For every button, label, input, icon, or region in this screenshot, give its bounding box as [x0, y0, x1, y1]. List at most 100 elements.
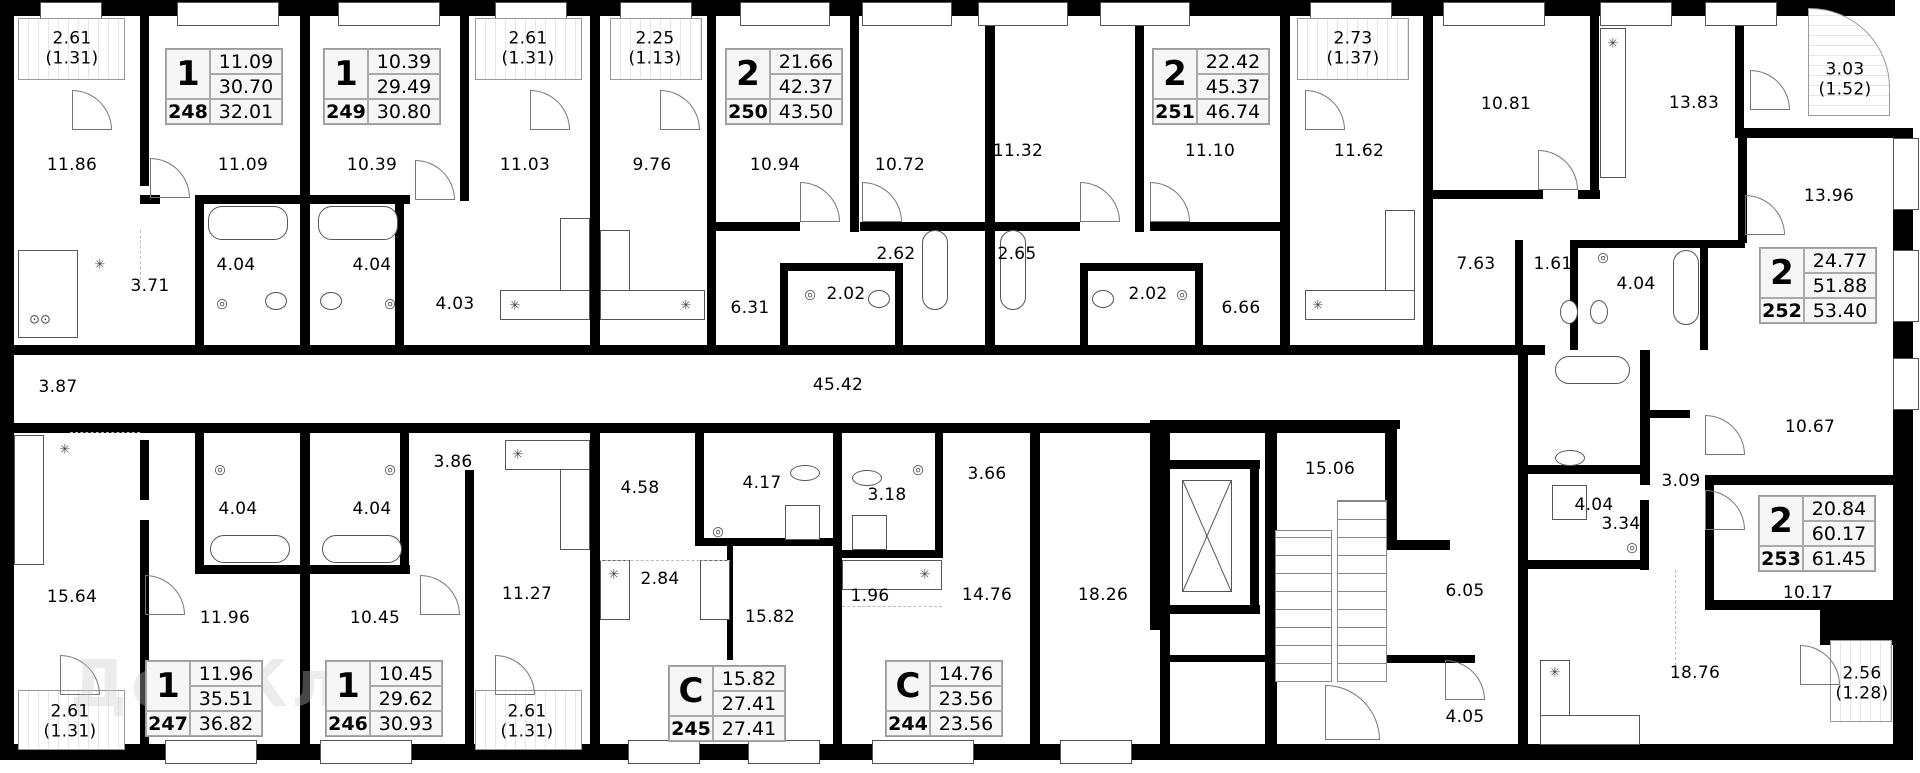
vent-icon: ✳ — [509, 298, 521, 314]
total-area: 30.80 — [368, 99, 440, 124]
unit-card-251[interactable]: 2 22.42 45.37 251 46.74 — [1152, 48, 1270, 125]
door[interactable] — [1745, 195, 1785, 235]
wall — [140, 440, 149, 500]
room-area: 18.76 — [1669, 663, 1721, 684]
wall — [1195, 263, 1203, 348]
door[interactable] — [415, 160, 455, 200]
wall — [590, 430, 600, 760]
unit-card-244[interactable]: С 14.76 23.56 244 23.56 — [885, 660, 1003, 737]
balcony — [18, 690, 125, 750]
vent-icon: ✳ — [919, 567, 931, 583]
room-area: 11.27 — [501, 584, 553, 605]
door[interactable] — [1538, 150, 1578, 190]
window — [872, 740, 974, 764]
door[interactable] — [1705, 490, 1745, 530]
wall — [1705, 485, 1714, 610]
window — [1705, 2, 1777, 26]
door[interactable] — [145, 575, 185, 615]
washer-icon: ◎ — [1626, 540, 1638, 556]
vent-icon: ✳ — [1549, 665, 1561, 681]
vent-icon: ✳ — [512, 447, 524, 463]
unit-card-246[interactable]: 1 10.45 29.62 246 30.93 — [325, 660, 443, 737]
vent-icon: ✳ — [608, 567, 620, 583]
wall — [1080, 263, 1200, 271]
door[interactable] — [862, 182, 902, 222]
window — [628, 740, 700, 764]
unit-card-249[interactable]: 1 10.39 29.49 249 30.80 — [323, 48, 441, 125]
kitchen-counter — [600, 560, 630, 620]
bathtub — [322, 535, 402, 563]
area-no-balcony: 42.37 — [770, 74, 842, 99]
door[interactable] — [1305, 90, 1345, 130]
wall — [1280, 16, 1290, 346]
area-no-balcony: 23.56 — [930, 686, 1002, 711]
door[interactable] — [1080, 182, 1120, 222]
washer-icon: ◎ — [1176, 287, 1188, 303]
balcony-area: 2.25 — [635, 28, 675, 49]
elevator-shaft — [1182, 480, 1232, 592]
unit-card-245[interactable]: С 15.82 27.41 245 27.41 — [668, 665, 786, 742]
bathtub — [210, 535, 290, 563]
window — [862, 2, 952, 26]
wall — [1705, 600, 1895, 610]
area-no-balcony: 35.51 — [190, 686, 262, 711]
room-area: 11.32 — [992, 141, 1044, 162]
wall — [195, 430, 204, 570]
balcony-reduced-area: (1.31) — [43, 721, 97, 741]
room-count: 2 — [1760, 248, 1804, 298]
unit-card-253[interactable]: 2 20.84 60.17 253 61.45 — [1758, 495, 1876, 572]
balcony-area: 2.56 — [1842, 663, 1882, 684]
door[interactable] — [1445, 660, 1485, 700]
wall — [1160, 423, 1170, 760]
wall — [780, 263, 788, 348]
door[interactable] — [660, 90, 700, 130]
bathtub — [318, 206, 398, 240]
wall — [860, 222, 990, 231]
door[interactable] — [530, 90, 570, 130]
room-area: 10.81 — [1480, 94, 1532, 115]
door[interactable] — [1325, 685, 1380, 740]
window — [1893, 358, 1919, 410]
door[interactable] — [72, 90, 112, 130]
balcony — [1297, 18, 1409, 80]
stove-icon: ⊙⊙ — [29, 312, 51, 328]
door[interactable] — [420, 575, 460, 615]
total-area: 61.45 — [1803, 546, 1875, 571]
door[interactable] — [800, 182, 840, 222]
unit-card-250[interactable]: 2 21.66 42.37 250 43.50 — [725, 48, 843, 125]
stair-area: 15.06 — [1304, 459, 1356, 480]
wall — [395, 200, 404, 346]
toilet — [320, 292, 342, 310]
toilet — [790, 465, 820, 481]
wall — [1433, 190, 1543, 199]
room-count: 1 — [326, 661, 370, 711]
balcony-label: 2.61(1.31) — [502, 29, 555, 68]
wall — [1385, 540, 1450, 550]
wall — [833, 430, 842, 760]
room-area: 9.76 — [632, 155, 672, 176]
door[interactable] — [1150, 182, 1190, 222]
outer-wall-right — [1893, 128, 1913, 760]
wall — [590, 16, 600, 346]
room-area: 10.17 — [1782, 583, 1834, 604]
unit-card-247[interactable]: 1 11.96 35.51 247 36.82 — [145, 660, 263, 737]
shower — [785, 505, 820, 540]
unit-card-252[interactable]: 2 24.77 51.88 252 53.40 — [1759, 247, 1877, 324]
wall — [1570, 240, 1578, 350]
window — [1893, 138, 1919, 210]
door[interactable] — [1705, 415, 1745, 455]
toilet — [852, 470, 882, 486]
room-count: 2 — [726, 49, 770, 99]
unit-card-248[interactable]: 1 11.09 30.70 248 32.01 — [165, 48, 283, 125]
wall — [1150, 420, 1400, 429]
zone-divider — [140, 230, 141, 280]
washer-icon: ◎ — [214, 462, 226, 478]
door[interactable] — [150, 158, 190, 198]
wall — [1590, 16, 1599, 191]
total-area: 23.56 — [930, 711, 1002, 736]
room-area: 10.45 — [349, 608, 401, 629]
toilet — [1590, 300, 1608, 324]
door[interactable] — [1750, 70, 1790, 110]
door[interactable] — [495, 655, 535, 695]
living-area: 15.82 — [713, 666, 785, 691]
